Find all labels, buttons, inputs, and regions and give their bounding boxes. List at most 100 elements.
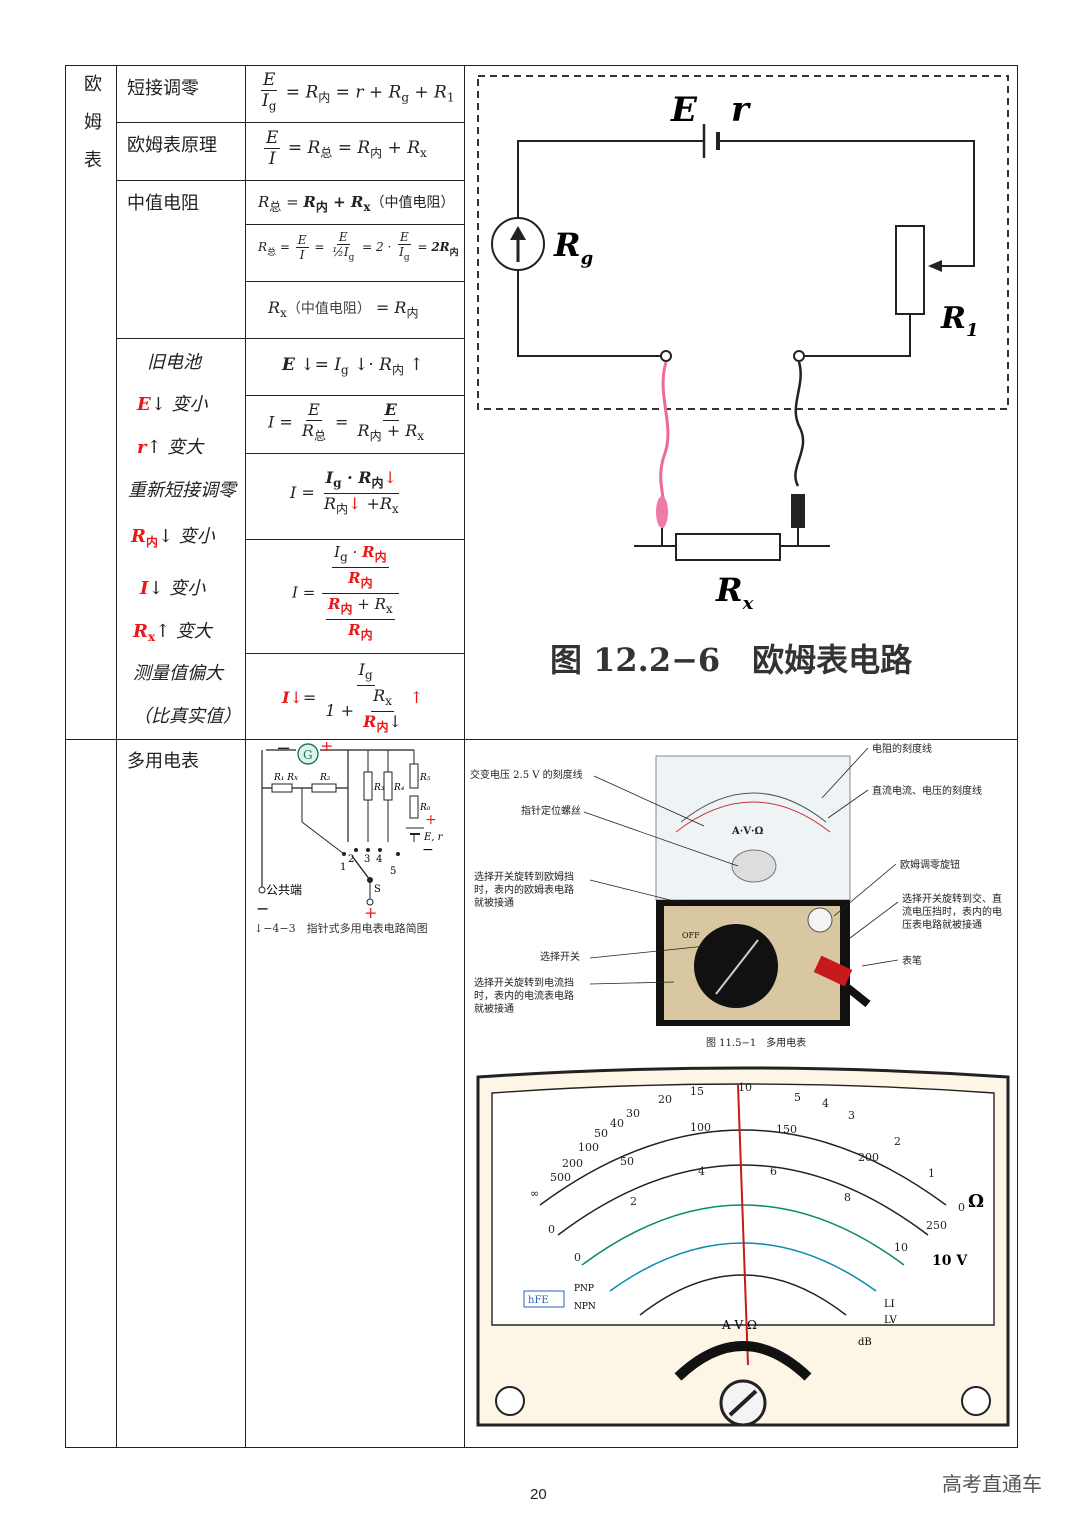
- svg-text:150: 150: [776, 1123, 797, 1136]
- svg-text:R₅: R₅: [419, 773, 431, 783]
- meter-needle: [737, 1084, 749, 1366]
- svg-text:10: 10: [894, 1241, 908, 1254]
- svg-text:4: 4: [822, 1097, 829, 1110]
- svg-text:40: 40: [610, 1117, 624, 1130]
- svg-text:30: 30: [626, 1107, 640, 1120]
- label-pnp: PNP: [574, 1284, 594, 1294]
- label-lv: LV: [884, 1315, 897, 1326]
- switch-s: S: [374, 884, 381, 895]
- old-battery-measured: 测量值偏大: [133, 663, 223, 684]
- callout-pointer: 指针定位螺丝: [521, 804, 581, 817]
- svg-text:250: 250: [926, 1219, 947, 1232]
- old-battery-title: 旧电池: [147, 352, 201, 373]
- off-label: OFF: [682, 931, 700, 940]
- svg-text:0: 0: [548, 1223, 555, 1236]
- svg-text:200: 200: [858, 1151, 879, 1164]
- r0-label: R₀: [419, 803, 431, 813]
- e-r-label: E, r: [423, 832, 444, 843]
- rx-label: Rx: [715, 571, 754, 614]
- minus-top: −: [276, 742, 291, 759]
- mid-note-1: 中值电阻: [384, 195, 441, 211]
- mid-note-2: 中值电阻: [300, 301, 357, 317]
- old-battery-r: r↑ 变大: [137, 437, 204, 458]
- formula-mid-3: Rx（中值电阻） = R内: [268, 298, 419, 320]
- svg-text:4: 4: [376, 854, 382, 865]
- galvanometer-g: G: [303, 748, 313, 762]
- plus-top: +: [320, 742, 333, 755]
- label-db: dB: [858, 1337, 872, 1348]
- old-battery-compare: （比真实值）: [133, 706, 241, 727]
- svg-text:R₄: R₄: [393, 783, 405, 793]
- callout-ac: 交变电压 2.5 V 的刻度线: [470, 768, 583, 781]
- callout-ohm-switch: 选择开关旋转到欧姆挡时，表内的欧姆表电路就被接通: [474, 870, 574, 909]
- minus-e: −: [422, 842, 434, 858]
- svg-text:0: 0: [958, 1201, 965, 1214]
- svg-text:20: 20: [658, 1093, 672, 1106]
- svg-text:500: 500: [550, 1171, 571, 1184]
- row-mid-resistance: 中值电阻: [127, 193, 199, 214]
- callout-selector: 选择开关: [540, 950, 580, 963]
- svg-text:10: 10: [738, 1081, 752, 1094]
- callout-res-scale: 电阻的刻度线: [872, 742, 932, 755]
- label-hfe: hFE: [528, 1295, 549, 1306]
- svg-text:0: 0: [574, 1251, 581, 1264]
- svg-text:R₂: R₂: [319, 773, 331, 783]
- svg-text:R₁ Rx: R₁ Rx: [273, 773, 298, 783]
- svg-text:2: 2: [630, 1195, 637, 1208]
- old-battery-rezero: 重新短接调零: [128, 480, 236, 501]
- battery-E: E: [670, 90, 698, 130]
- formula-old-1: E ↓= Ig ↓· R内 ↑: [282, 355, 424, 377]
- callout-current-switch: 选择开关旋转到电流挡时，表内的电流表电路就被接通: [474, 976, 574, 1015]
- svg-text:100: 100: [578, 1141, 599, 1154]
- old-battery-e: E↓ 变小: [137, 394, 208, 415]
- label-npn: NPN: [574, 1302, 596, 1312]
- svg-text:5: 5: [390, 866, 396, 877]
- svg-text:50: 50: [594, 1127, 608, 1140]
- row-principle: 欧姆表原理: [127, 135, 217, 156]
- svg-text:1: 1: [928, 1167, 935, 1180]
- rheostat-label: R1: [940, 301, 978, 341]
- photo-caption: 图 11.5−1 多用电表: [706, 1036, 806, 1049]
- svg-text:5: 5: [794, 1091, 801, 1104]
- plus-e: +: [425, 812, 437, 828]
- svg-text:100: 100: [690, 1121, 711, 1134]
- category-ohm-text: 欧姆表: [81, 74, 102, 188]
- formula-mid-1: R总 = R内 + Rx（中值电阻）: [258, 193, 455, 214]
- multimeter-photo-figure: A·V·Ω OFF 交变电压 2.5 V 的刻度线 指针定位螺丝 选择开关旋转到…: [470, 742, 1002, 1049]
- old-battery-rin: R内↓ 变小: [131, 526, 215, 549]
- multimeter-circuit-figure: G − + R₁ Rx R₂ R₃ R₄ R₅ R₀ + E, r − 1 2 …: [254, 742, 444, 935]
- svg-text:15: 15: [690, 1085, 704, 1098]
- label-li: LI: [884, 1299, 895, 1310]
- label-10v: 10 V: [932, 1253, 968, 1269]
- svg-text:∞: ∞: [530, 1187, 539, 1200]
- label-ohm: Ω: [968, 1191, 984, 1212]
- circuit-caption: ↓−4−3 指针式多用电表电路简图: [254, 921, 428, 935]
- battery-r: r: [731, 90, 751, 130]
- callout-volt-switch: 选择开关旋转到交、直流电压挡时，表内的电压表电路就被接通: [902, 892, 1002, 931]
- svg-text:+: +: [364, 903, 377, 922]
- category-ohm: 欧姆表: [66, 74, 116, 188]
- galvanometer-arrow-icon: [510, 226, 526, 240]
- old-battery-i: I↓ 变小: [140, 578, 206, 599]
- svg-text:50: 50: [620, 1155, 634, 1168]
- brand-watermark: 高考直通车: [942, 1474, 1042, 1496]
- svg-text:200: 200: [562, 1157, 583, 1170]
- label-face: A V Ω: [721, 1318, 757, 1332]
- meter-face-label: A·V·Ω: [731, 826, 763, 837]
- svg-text:8: 8: [844, 1191, 851, 1204]
- svg-text:3: 3: [364, 854, 370, 865]
- svg-text:4: 4: [698, 1165, 705, 1178]
- old-battery-rx: Rx↑ 变大: [133, 621, 212, 644]
- svg-text:2: 2: [894, 1135, 901, 1148]
- formula-old-3: I = Ig · R内↓R内↓ +Rx: [290, 468, 399, 516]
- galvanometer-label: Rg: [553, 226, 593, 269]
- callout-dc-scale: 直流电流、电压的刻度线: [872, 784, 982, 797]
